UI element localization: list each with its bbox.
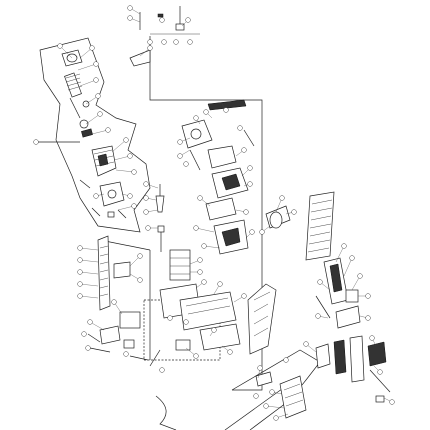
- base-assembly: [149, 283, 241, 367]
- right-parts-cluster: [315, 257, 361, 329]
- stator-part: [91, 145, 117, 177]
- spindle-assembly: [155, 184, 191, 281]
- base-plate-left: [97, 235, 141, 345]
- motor-assembly: [61, 49, 127, 219]
- callout-bubbles: [33, 5, 395, 421]
- left-lower-parts: [87, 333, 149, 361]
- armature-part: [64, 72, 83, 119]
- leader-lines: [59, 7, 393, 419]
- blade-guard: [247, 205, 291, 355]
- guide-rail: [305, 191, 335, 261]
- top-parts-row: [129, 6, 200, 67]
- boundary-lines: [36, 36, 321, 430]
- bottom-plate: [255, 371, 307, 419]
- handle-assembly: [181, 99, 255, 255]
- right-lower-parts: [315, 335, 391, 403]
